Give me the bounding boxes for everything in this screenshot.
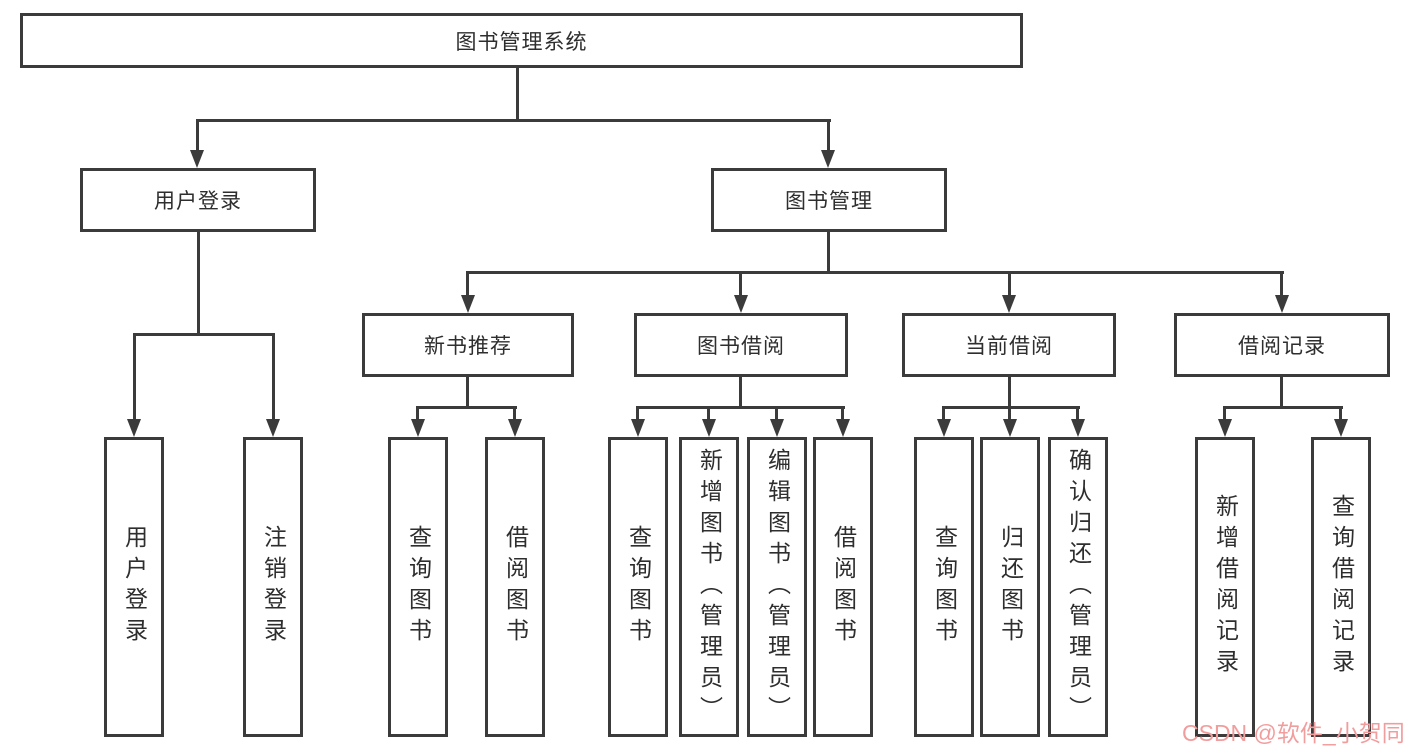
connector-line	[775, 406, 778, 422]
leaf-recommend-query-books: 查询图书	[388, 437, 448, 737]
connector-line	[133, 333, 136, 421]
node-book-management: 图书管理	[711, 168, 947, 232]
connector-line	[1008, 406, 1011, 422]
leaf-logout: 注销登录	[243, 437, 303, 737]
leaf-user-login: 用户登录	[104, 437, 164, 737]
connector-line	[636, 406, 845, 409]
arrow-down-icon	[937, 419, 951, 437]
leaf-add-books-admin: 新增图书（管理员）	[679, 437, 739, 737]
connector-line	[1280, 271, 1283, 298]
leaf-confirm-return-admin-label: 确认归还（管理员）	[1065, 447, 1092, 727]
leaf-user-login-label: 用户登录	[121, 525, 148, 649]
node-library-system: 图书管理系统	[20, 13, 1023, 68]
connector-line	[942, 406, 1080, 409]
node-borrow-records-label: 借阅记录	[1238, 335, 1326, 358]
arrow-down-icon	[1003, 419, 1017, 437]
arrow-down-icon	[1218, 419, 1232, 437]
node-current-borrow-label: 当前借阅	[965, 335, 1053, 358]
connector-line	[1280, 377, 1283, 408]
arrow-down-icon	[1071, 419, 1085, 437]
leaf-recommend-borrow-books-label: 借阅图书	[502, 525, 529, 649]
arrow-down-icon	[1334, 419, 1348, 437]
arrow-down-icon	[190, 150, 204, 168]
leaf-edit-books-admin-label: 编辑图书（管理员）	[764, 447, 791, 727]
connector-line	[739, 377, 742, 408]
connector-line	[272, 333, 275, 421]
connector-line	[416, 406, 517, 409]
connector-line	[196, 119, 831, 122]
leaf-logout-label: 注销登录	[260, 525, 287, 649]
arrow-down-icon	[734, 295, 748, 313]
connector-line	[467, 271, 1284, 274]
arrow-down-icon	[461, 295, 475, 313]
arrow-down-icon	[770, 419, 784, 437]
arrow-down-icon	[1002, 295, 1016, 313]
arrow-down-icon	[702, 419, 716, 437]
connector-line	[1008, 271, 1011, 298]
leaf-borrow-books-label: 借阅图书	[830, 525, 857, 649]
leaf-confirm-return-admin: 确认归还（管理员）	[1048, 437, 1108, 737]
connector-line	[739, 271, 742, 298]
leaf-current-query-books-label: 查询图书	[931, 525, 958, 649]
leaf-add-borrow-record-label: 新增借阅记录	[1212, 494, 1239, 680]
connector-line	[827, 119, 830, 153]
connector-line	[516, 68, 519, 121]
connector-line	[1223, 406, 1343, 409]
leaf-borrow-query-books-label: 查询图书	[625, 525, 652, 649]
leaf-add-books-admin-label: 新增图书（管理员）	[696, 447, 723, 727]
leaf-return-books: 归还图书	[980, 437, 1040, 737]
connector-line	[942, 406, 945, 422]
connector-line	[513, 406, 516, 422]
connector-line	[636, 406, 639, 422]
connector-line	[196, 119, 199, 153]
leaf-add-borrow-record: 新增借阅记录	[1195, 437, 1255, 737]
node-new-book-recommend-label: 新书推荐	[424, 335, 512, 358]
node-current-borrow: 当前借阅	[902, 313, 1116, 377]
connector-line	[1223, 406, 1226, 422]
leaf-current-query-books: 查询图书	[914, 437, 974, 737]
connector-line	[197, 232, 200, 336]
node-user-login-label: 用户登录	[154, 190, 242, 213]
connector-line	[1339, 406, 1342, 422]
leaf-borrow-query-books: 查询图书	[608, 437, 668, 737]
arrow-down-icon	[821, 150, 835, 168]
leaf-recommend-query-books-label: 查询图书	[405, 525, 432, 649]
connector-line	[827, 232, 830, 274]
connector-line	[1076, 406, 1079, 422]
node-borrow-records: 借阅记录	[1174, 313, 1390, 377]
watermark: CSDN @软件_小贺同学	[1182, 720, 1405, 746]
connector-line	[133, 333, 275, 336]
leaf-borrow-books: 借阅图书	[813, 437, 873, 737]
arrow-down-icon	[411, 419, 425, 437]
leaf-recommend-borrow-books: 借阅图书	[485, 437, 545, 737]
arrow-down-icon	[1275, 295, 1289, 313]
arrow-down-icon	[631, 419, 645, 437]
arrow-down-icon	[836, 419, 850, 437]
node-book-management-label: 图书管理	[785, 190, 873, 213]
leaf-return-books-label: 归还图书	[997, 525, 1024, 649]
node-book-borrow: 图书借阅	[634, 313, 848, 377]
connector-line	[707, 406, 710, 422]
arrow-down-icon	[266, 419, 280, 437]
node-new-book-recommend: 新书推荐	[362, 313, 574, 377]
leaf-query-borrow-record-label: 查询借阅记录	[1328, 494, 1355, 680]
node-book-borrow-label: 图书借阅	[697, 335, 785, 358]
connector-line	[1008, 377, 1011, 408]
node-user-login: 用户登录	[80, 168, 316, 232]
connector-line	[416, 406, 419, 422]
connector-line	[466, 377, 469, 408]
connector-line	[841, 406, 844, 422]
arrow-down-icon	[508, 419, 522, 437]
arrow-down-icon	[127, 419, 141, 437]
leaf-edit-books-admin: 编辑图书（管理员）	[747, 437, 807, 737]
node-library-system-label: 图书管理系统	[455, 30, 588, 54]
leaf-query-borrow-record: 查询借阅记录	[1311, 437, 1371, 737]
connector-line	[466, 271, 469, 298]
